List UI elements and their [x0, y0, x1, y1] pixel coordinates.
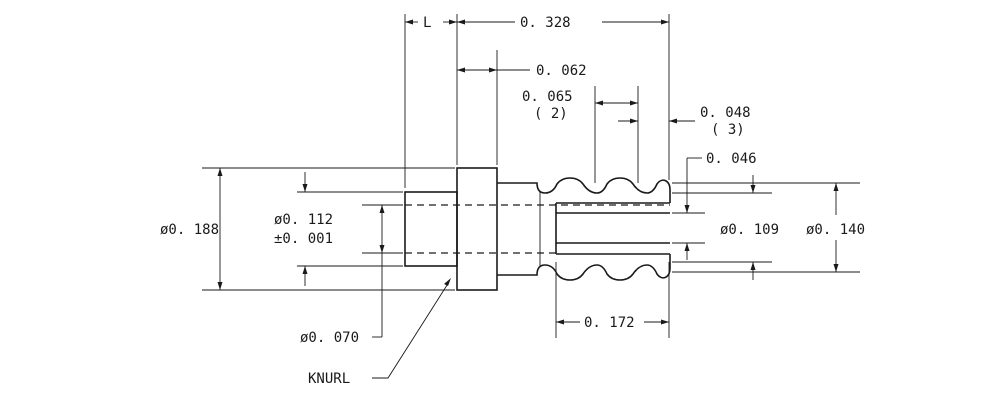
- dim-groove-width: 0. 048: [700, 105, 751, 121]
- grooved-body-top: [497, 177, 671, 203]
- dim-groove-outer-dia: ø0. 140: [806, 222, 865, 238]
- dim-groove-pitch: 0. 065: [522, 89, 573, 105]
- extension-lines: [202, 14, 860, 338]
- dim-flange-dia: ø0. 188: [160, 222, 219, 238]
- dim-shank-dia: ø0. 070: [300, 330, 359, 346]
- dim-slot-dia: ø0. 109: [720, 222, 779, 238]
- grooved-body-bottom: [497, 254, 671, 281]
- dim-groove-pitch-qty: ( 2): [534, 106, 568, 122]
- dim-bore-tol: ±0. 001: [274, 231, 333, 247]
- dim-bore-dia: ø0. 112: [274, 212, 333, 228]
- dim-slot-width: 0. 046: [706, 151, 757, 167]
- dim-overall-length: 0. 328: [520, 15, 571, 31]
- flange: [456, 167, 498, 291]
- dimension-labels: L 0. 328 0. 062 0. 065 ( 2) 0. 048 ( 3) …: [160, 15, 865, 387]
- part-outline: [404, 167, 671, 291]
- dimension-lines: [217, 19, 839, 379]
- slot: [555, 212, 670, 244]
- note-knurl: KNURL: [308, 371, 350, 387]
- dim-length-var: L: [423, 15, 431, 31]
- dim-flange-width: 0. 062: [536, 63, 587, 79]
- dim-slot-depth: 0. 172: [584, 315, 635, 331]
- left-shank: [404, 191, 458, 267]
- dim-groove-width-qty: ( 3): [711, 122, 745, 138]
